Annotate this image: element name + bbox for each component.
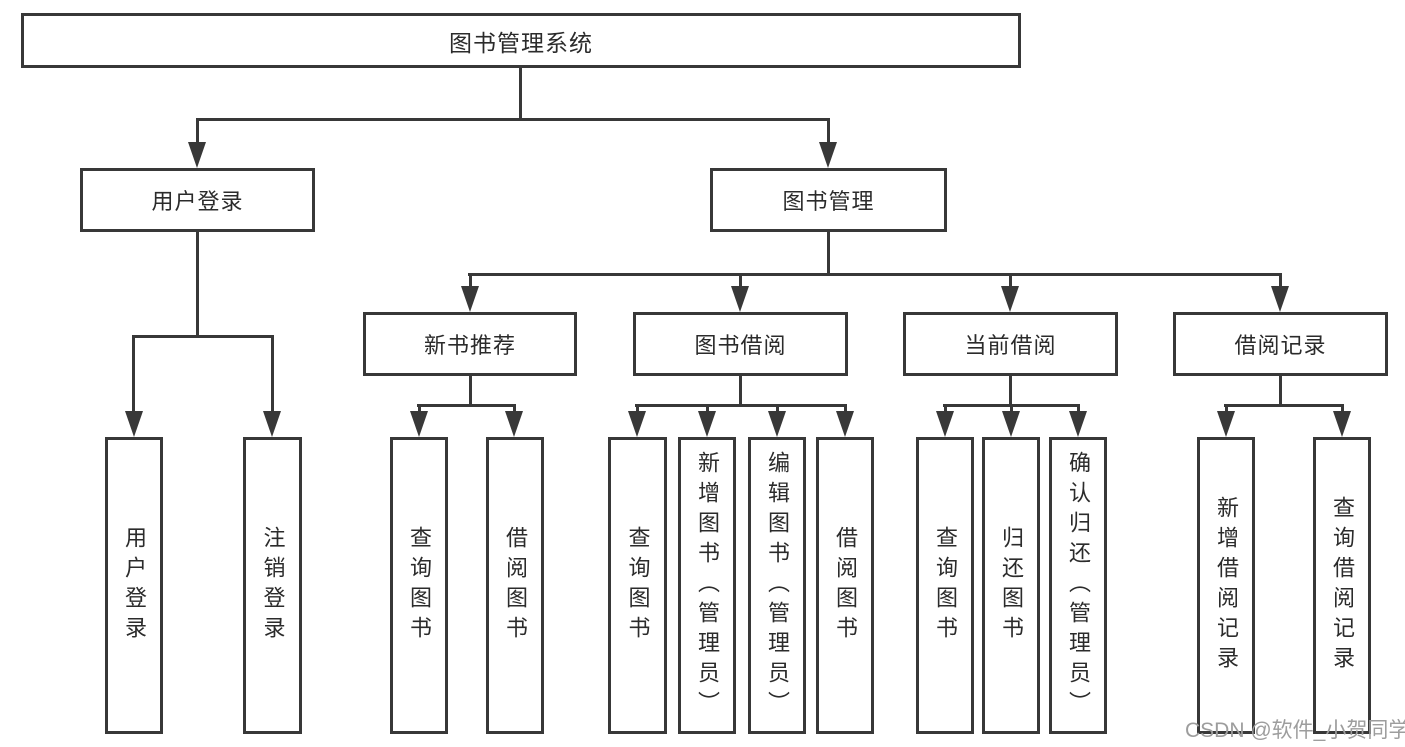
connector-line: [469, 273, 472, 288]
connector-line: [706, 404, 709, 414]
leaf-logout-label: 注销登录: [260, 525, 286, 646]
connector-line: [1341, 404, 1344, 414]
connector-line: [1224, 404, 1344, 407]
arrow-down-icon: [836, 411, 854, 437]
leaf-user-login-label: 用户登录: [122, 525, 147, 646]
leaf-recommend-borrow-books: 借阅图书: [486, 437, 544, 734]
arrow-down-icon: [1217, 411, 1235, 437]
leaf-recommend-borrow-books-label: 借阅图书: [503, 525, 528, 646]
arrow-down-icon: [731, 286, 749, 312]
connector-line: [1010, 404, 1013, 414]
leaf-query-borrow-record-label: 查询借阅记录: [1330, 495, 1355, 676]
node-new-book-recommend-label: 新书推荐: [423, 333, 516, 358]
arrow-down-icon: [819, 142, 837, 168]
leaf-query-borrow-record: 查询借阅记录: [1313, 437, 1371, 734]
node-new-book-recommend: 新书推荐: [363, 312, 577, 376]
connector-line: [469, 376, 472, 404]
connector-line: [132, 335, 135, 413]
connector-line: [196, 118, 830, 121]
arrow-down-icon: [461, 286, 479, 312]
arrow-down-icon: [936, 411, 954, 437]
connector-line: [132, 335, 274, 338]
connector-line: [739, 273, 742, 288]
connector-line: [827, 118, 830, 146]
arrow-down-icon: [263, 411, 281, 437]
connector-line: [776, 404, 779, 414]
connector-line: [827, 232, 830, 273]
leaf-add-borrow-record-label: 新增借阅记录: [1214, 495, 1239, 676]
arrow-down-icon: [1069, 411, 1087, 437]
csdn-watermark: CSDN @软件_小贺同学: [1185, 719, 1405, 742]
leaf-return-books-label: 归还图书: [999, 525, 1024, 646]
arrow-down-icon: [1271, 286, 1289, 312]
leaf-recommend-query-books: 查询图书: [390, 437, 448, 734]
leaf-add-book-admin-label: 新增图书（管理员）: [695, 450, 720, 721]
leaf-logout: 注销登录: [243, 437, 302, 734]
arrow-down-icon: [1002, 411, 1020, 437]
leaf-add-borrow-record: 新增借阅记录: [1197, 437, 1255, 734]
connector-line: [271, 335, 274, 413]
connector-line: [1077, 404, 1080, 414]
connector-line: [1225, 404, 1228, 414]
leaf-confirm-return-admin-label: 确认归还（管理员）: [1066, 450, 1091, 721]
connector-line: [1009, 273, 1012, 288]
arrow-down-icon: [505, 411, 523, 437]
node-current-borrowing: 当前借阅: [903, 312, 1118, 376]
leaf-add-book-admin: 新增图书（管理员）: [678, 437, 736, 734]
node-borrowing-records-label: 借阅记录: [1234, 333, 1327, 358]
connector-line: [944, 404, 947, 414]
connector-line: [196, 232, 199, 335]
connector-line: [1279, 273, 1282, 288]
arrow-down-icon: [768, 411, 786, 437]
node-book-management-label: 图书管理: [782, 189, 875, 214]
node-borrowing-records: 借阅记录: [1173, 312, 1388, 376]
leaf-edit-book-admin-label: 编辑图书（管理员）: [765, 450, 790, 721]
leaf-borrowing-query-books-label: 查询图书: [625, 525, 651, 646]
leaf-confirm-return-admin: 确认归还（管理员）: [1049, 437, 1107, 734]
node-root: 图书管理系统: [21, 13, 1021, 68]
arrow-down-icon: [628, 411, 646, 437]
leaf-current-query-books: 查询图书: [916, 437, 974, 734]
connector-line: [519, 68, 522, 118]
leaf-recommend-query-books-label: 查询图书: [407, 525, 432, 646]
leaf-borrowing-borrow-books-label: 借阅图书: [833, 525, 858, 646]
leaf-current-query-books-label: 查询图书: [933, 525, 958, 646]
node-root-label: 图书管理系统: [449, 29, 593, 56]
arrow-down-icon: [1333, 411, 1351, 437]
leaf-user-login: 用户登录: [105, 437, 163, 734]
arrow-down-icon: [1001, 286, 1019, 312]
arrow-down-icon: [188, 142, 206, 168]
leaf-borrowing-query-books: 查询图书: [608, 437, 667, 734]
node-user-login-branch-label: 用户登录: [151, 189, 244, 214]
node-user-login-branch: 用户登录: [80, 168, 315, 232]
connector-line: [739, 376, 742, 404]
node-book-borrowing-label: 图书借阅: [694, 333, 787, 358]
arrow-down-icon: [698, 411, 716, 437]
connector-line: [468, 273, 1282, 276]
connector-line: [844, 404, 847, 414]
connector-line: [1279, 376, 1282, 404]
leaf-borrowing-borrow-books: 借阅图书: [816, 437, 874, 734]
arrow-down-icon: [410, 411, 428, 437]
connector-line: [418, 404, 421, 414]
connector-line: [513, 404, 516, 414]
connector-line: [417, 404, 516, 407]
connector-line: [635, 404, 847, 407]
leaf-edit-book-admin: 编辑图书（管理员）: [748, 437, 806, 734]
node-book-borrowing: 图书借阅: [633, 312, 848, 376]
connector-line: [1009, 376, 1012, 404]
node-current-borrowing-label: 当前借阅: [964, 333, 1057, 358]
node-book-management: 图书管理: [710, 168, 947, 232]
leaf-return-books: 归还图书: [982, 437, 1040, 734]
connector-line: [636, 404, 639, 414]
connector-line: [196, 118, 199, 146]
arrow-down-icon: [125, 411, 143, 437]
